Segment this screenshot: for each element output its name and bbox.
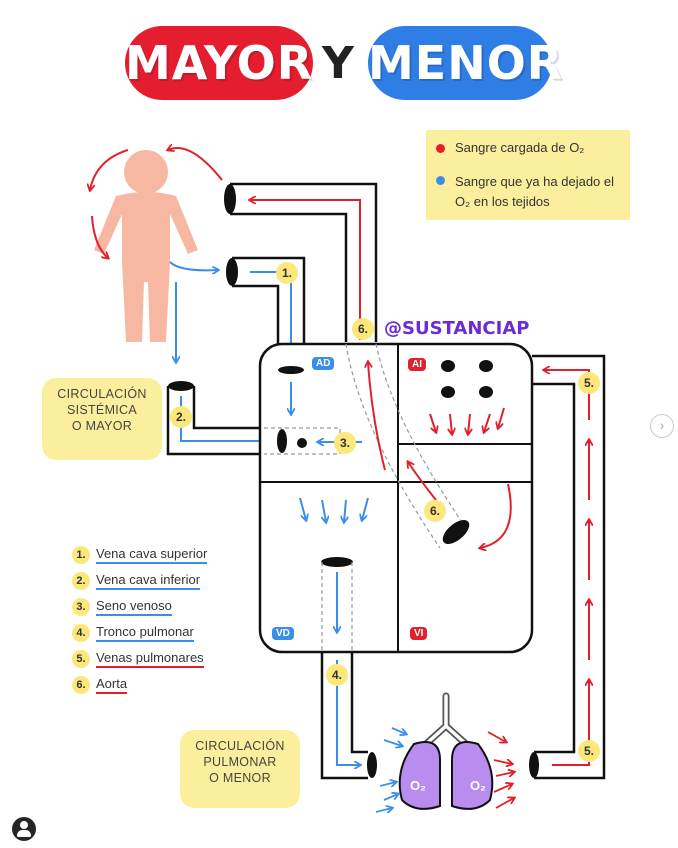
title-mayor-text: MAYOR — [125, 36, 314, 90]
key-label: Tronco pulmonar — [96, 624, 194, 642]
next-slide-button[interactable]: › — [650, 414, 674, 438]
key-label: Seno venoso — [96, 598, 172, 616]
pulmonary-circulation-label: CIRCULACIÓN PULMONAR O MENOR — [180, 730, 300, 808]
diagram-number-3: 3. — [334, 432, 356, 454]
pulmonary-veins-tube — [529, 354, 606, 780]
pulmonary-label-line: O MENOR — [209, 771, 271, 785]
human-body-icon — [94, 150, 198, 342]
pulmonary-trunk-tube — [320, 652, 377, 780]
key-item: 1. Vena cava superior — [72, 546, 208, 564]
legend-item-deoxygenated: Sangre que ya ha dejado el O₂ en los tej… — [436, 172, 616, 212]
title-menor-text: MENOR — [368, 36, 564, 90]
key-number: 1. — [72, 546, 90, 564]
red-dot-icon — [436, 144, 445, 153]
key-item: 6. Aorta — [72, 676, 128, 694]
key-item: 3. Seno venoso — [72, 598, 172, 616]
key-number: 5. — [72, 650, 90, 668]
key-item: 4. Tronco pulmonar — [72, 624, 194, 642]
chamber-tag-ai: AI — [408, 358, 426, 371]
lung-label-left: O₂ — [410, 778, 426, 793]
legend-item-label: Sangre que ya ha dejado el O₂ en los tej… — [455, 174, 615, 209]
aorta-tube — [224, 182, 378, 342]
key-label: Vena cava superior — [96, 546, 208, 564]
user-tag-icon[interactable] — [12, 817, 36, 841]
title-mayor-pill: MAYOR — [125, 26, 313, 100]
title-menor-pill: MENOR — [368, 26, 562, 100]
systemic-circulation-label: CIRCULACIÓN SISTÉMICA O MAYOR — [42, 378, 162, 460]
key-number: 3. — [72, 598, 90, 616]
legend-item-oxygenated: Sangre cargada de O₂ — [436, 140, 622, 155]
pulmonary-label-line: CIRCULACIÓN — [195, 739, 285, 753]
lung-label-right: O₂ — [470, 778, 486, 793]
key-label: Vena cava inferior — [96, 572, 201, 590]
key-label: Aorta — [96, 676, 128, 694]
chamber-tag-vd: VD — [272, 627, 294, 640]
author-handle: @SUSTANCIAP — [384, 318, 530, 339]
lungs-icon — [398, 692, 494, 810]
legend-note — [426, 130, 630, 220]
diagram-number-5-bottom: 5. — [578, 740, 600, 762]
blue-dot-icon — [436, 176, 445, 185]
diagram-number-2: 2. — [170, 406, 192, 428]
diagram-number-1: 1. — [276, 262, 298, 284]
key-number: 2. — [72, 572, 90, 590]
key-number: 4. — [72, 624, 90, 642]
key-item: 5. Venas pulmonares — [72, 650, 204, 668]
systemic-label-line: O MAYOR — [71, 419, 133, 433]
systemic-label-line: SISTÉMICA — [66, 403, 138, 417]
key-number: 6. — [72, 676, 90, 694]
pulmonary-label-line: PULMONAR — [203, 755, 277, 769]
diagram-number-6-top: 6. — [352, 318, 374, 340]
systemic-label-line: CIRCULACIÓN — [57, 387, 147, 401]
diagram-number-4: 4. — [326, 664, 348, 686]
chamber-tag-ad: AD — [312, 357, 335, 370]
legend-item-label: Sangre cargada de O₂ — [455, 140, 585, 155]
title-y-text: Y — [322, 38, 354, 89]
key-label: Venas pulmonares — [96, 650, 204, 668]
key-item: 2. Vena cava inferior — [72, 572, 201, 590]
chamber-tag-vi: VI — [410, 627, 428, 640]
diagram-number-5-top: 5. — [578, 372, 600, 394]
diagram-number-6-inner: 6. — [424, 500, 446, 522]
